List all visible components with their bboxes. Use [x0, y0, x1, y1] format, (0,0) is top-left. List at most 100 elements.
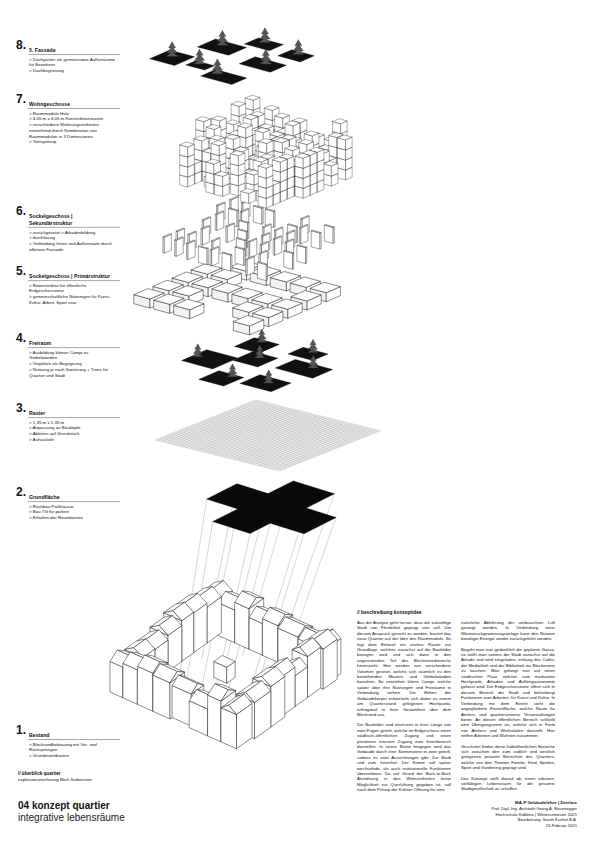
box-top: [288, 224, 298, 227]
callout-number-box: 4.: [16, 332, 26, 344]
layer-description: Sockelgeschoss | Primärstruktur> Betonst…: [29, 273, 117, 306]
heading-underline: [28, 108, 120, 109]
layer-bullet: > Dachgärten als gemeinsame Außenräume f…: [29, 57, 117, 68]
ground-area: [207, 481, 336, 534]
inner-building: [214, 656, 235, 684]
callout-number-box: 1.: [16, 724, 26, 736]
wall-element: [258, 262, 268, 281]
layer-description: Raster> 1,35 m x 1,35 m> Anpassung an Ba…: [29, 410, 117, 443]
room-module: [230, 151, 245, 166]
callout-number: 4.: [16, 332, 26, 344]
tree-symbol: [260, 49, 272, 65]
box-top: [226, 223, 235, 226]
wall-element: [246, 256, 255, 275]
box-top: [263, 224, 272, 227]
grid-line: [248, 403, 373, 434]
box-face: [235, 247, 244, 265]
room-module: [295, 153, 310, 168]
box-top: [259, 250, 268, 254]
box-top: [212, 238, 221, 242]
box-face: [163, 237, 164, 253]
room-module: [225, 135, 240, 150]
wall-element: [299, 225, 308, 245]
box-face: [187, 243, 189, 259]
caption-heading: // überblick quartier: [18, 771, 128, 777]
box-top: [246, 256, 255, 259]
box-top: [275, 113, 290, 118]
tree-symbol: [211, 59, 223, 75]
open-space-patch: [240, 375, 291, 392]
layer-description: Freiraum> Ausbildung kleiner Campi zu Gi…: [29, 340, 117, 378]
box-top: [231, 101, 246, 106]
tree-symbol: [194, 49, 206, 65]
grid-line: [243, 405, 368, 436]
wall-element: [324, 225, 334, 244]
layer-bullet: > Bau TG für parken: [29, 509, 117, 515]
room-module: [238, 123, 253, 138]
box-face: [248, 222, 249, 239]
tree-crown: [308, 340, 319, 353]
wall-element: [273, 236, 282, 256]
box-top: [241, 189, 256, 194]
alignment-line: [180, 499, 207, 675]
box-top: [240, 209, 249, 213]
tree-symbol: [193, 344, 204, 358]
box-top: [291, 291, 321, 301]
box-top: [299, 225, 308, 229]
layer-bullet: > Betonstruktur für öffentliche Erdgesch…: [29, 283, 117, 294]
layer-description: Wohngeschosse> Raummodule Holz> 4,05 m x…: [29, 101, 117, 145]
box-face: [246, 231, 247, 248]
box-face: [253, 206, 262, 224]
callout-number-box: 8.: [16, 39, 26, 51]
heading-underline: [28, 227, 120, 228]
poster-subtitle: integrative lebensräume: [18, 812, 268, 824]
grid-line: [270, 428, 371, 468]
grid-line: [273, 429, 374, 469]
box-face: [333, 227, 334, 244]
box-top: [301, 216, 310, 220]
box-top: [243, 115, 258, 120]
box-top: [264, 105, 279, 110]
box-face: [164, 234, 171, 253]
wall-element: [163, 234, 172, 254]
open-space-patch: [275, 359, 333, 378]
room-module: [285, 121, 300, 136]
section-heading: // beschreibung konzeptidee: [357, 610, 477, 616]
box-top: [285, 239, 294, 243]
callout-number-box: 5.: [16, 265, 26, 277]
box-top: [253, 307, 283, 317]
box-top: [299, 139, 314, 144]
box-top: [258, 262, 268, 265]
callout-number-box: 7.: [16, 93, 26, 105]
box-top: [235, 247, 245, 250]
box-top: [215, 211, 224, 215]
box-top: [222, 252, 232, 255]
box-top: [212, 116, 227, 121]
tree-crown: [260, 49, 272, 64]
wall-element: [253, 205, 263, 224]
layer-bullet: > zurückgesetzt > Arkadenbildung: [29, 230, 117, 236]
box-face: [266, 264, 267, 281]
callout-number: 1.: [16, 724, 26, 736]
room-module: [272, 157, 287, 172]
box-top: [286, 230, 295, 233]
poster-title: 04 konzept quartier: [18, 800, 268, 812]
base-volume: [233, 316, 263, 335]
room-module: [338, 135, 353, 150]
wall-face: [249, 618, 262, 656]
body-paragraph: Geschützt finden diese halböffentlichen …: [461, 744, 555, 771]
body-heading-box: // beschreibung konzeptidee: [357, 610, 477, 616]
wall-face: [235, 602, 249, 649]
box-face: [202, 226, 209, 245]
open-space-patch: [233, 352, 278, 368]
layer-bullet: > Nutzung je nach Sanierung + Trees für …: [29, 367, 117, 378]
box-top: [214, 656, 235, 668]
callout-number: 8.: [16, 39, 26, 51]
box-top: [187, 240, 196, 244]
room-module: [206, 159, 221, 174]
box-top: [210, 135, 225, 140]
box-top: [210, 247, 219, 251]
layer-bullet: > Vorplätze als Begegnung: [29, 361, 117, 367]
tree-crown: [308, 355, 319, 368]
box-top: [174, 299, 204, 310]
